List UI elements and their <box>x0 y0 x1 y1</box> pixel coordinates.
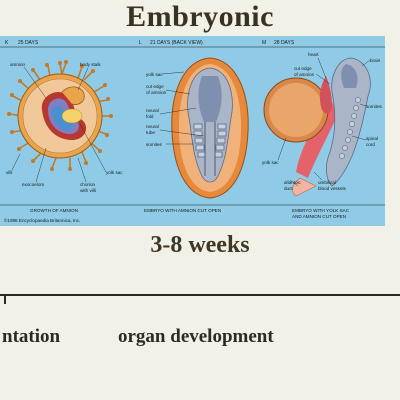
label-yolk-sac-l: yolk sac <box>146 72 163 77</box>
label-chorion: chorion <box>80 182 96 187</box>
panel-k-days: 25 DAYS <box>18 40 39 46</box>
label-body-stalk: body stalk <box>80 62 101 67</box>
label-heart: heart <box>308 52 319 57</box>
label-cut-edge-m: cut edge <box>294 66 312 71</box>
caption-growth-of-amnion: GROWTH OF AMNION <box>30 208 78 213</box>
timeline-rule <box>0 294 400 296</box>
label-somites-l: somites <box>146 142 163 147</box>
copyright-notice: ©1998 Encyclopaedia Britannica, Inc. <box>4 217 80 223</box>
panel-l-days: 21 DAYS (BACK VIEW) <box>150 40 203 46</box>
caption-embryo-yolk-sac: EMBRYO WITH YOLK SAC <box>292 208 350 213</box>
panel-l-letter: L <box>139 40 142 46</box>
label-neural-tube: neural <box>146 124 159 129</box>
caption-embryo-amnion-cut: EMBRYO WITH AMNION CUT OPEN <box>144 208 221 213</box>
embryo-diagram: K 25 DAYS L 21 DAYS (BACK VIEW) M 28 DAY… <box>0 40 385 223</box>
label-somites-m: somites <box>366 104 383 109</box>
subtitle-weeks: 3-8 weeks <box>150 232 250 258</box>
embryo-back-view <box>171 57 249 199</box>
label-brain: brain <box>370 58 381 63</box>
label-amnion: amnion <box>10 62 26 67</box>
bottom-label-organ-development: organ development <box>118 326 274 347</box>
label-allantoic-duct-2: duct <box>284 186 293 191</box>
label-neural-fold: neural <box>146 108 159 113</box>
label-allantoic-duct: allantoic <box>284 180 302 185</box>
panel-m-letter: M <box>262 40 266 46</box>
bottom-label-left: ntation <box>2 326 61 347</box>
label-spinal-cord-2: cord <box>366 142 375 147</box>
embryo-with-yolk-sac <box>263 57 371 197</box>
label-umbilical: umbilical <box>318 180 336 185</box>
label-cut-edge-m-2: of amnion <box>294 72 315 77</box>
embryo-illustration: K 25 DAYS L 21 DAYS (BACK VIEW) M 28 DAY… <box>0 36 385 226</box>
label-yolk-sac-k: yolk sac <box>106 170 123 175</box>
label-cut-edge-l: cut edge <box>146 84 164 89</box>
caption-embryo-yolk-sac-2: AND AMNION CUT OPEN <box>292 214 346 219</box>
label-neural-fold-2: fold <box>146 114 154 119</box>
slide-title: Embryonic <box>126 0 274 33</box>
label-neural-tube-2: tube <box>146 130 155 135</box>
label-spinal-cord: spinal <box>366 136 378 141</box>
label-umbilical-2: blood vessels <box>318 186 347 191</box>
timeline-tick <box>4 294 6 304</box>
label-yolk-sac-m: yolk sac <box>262 160 279 165</box>
panel-m-days: 28 DAYS <box>274 40 295 46</box>
panel-k-letter: K <box>5 40 9 46</box>
label-cut-edge-l-2: of amnion <box>146 90 167 95</box>
label-villi: villi <box>6 170 12 175</box>
label-chorion-villi: with villi <box>80 188 96 193</box>
label-exocoelom: exocoelom <box>22 182 44 187</box>
chorion-with-villi <box>7 60 113 171</box>
